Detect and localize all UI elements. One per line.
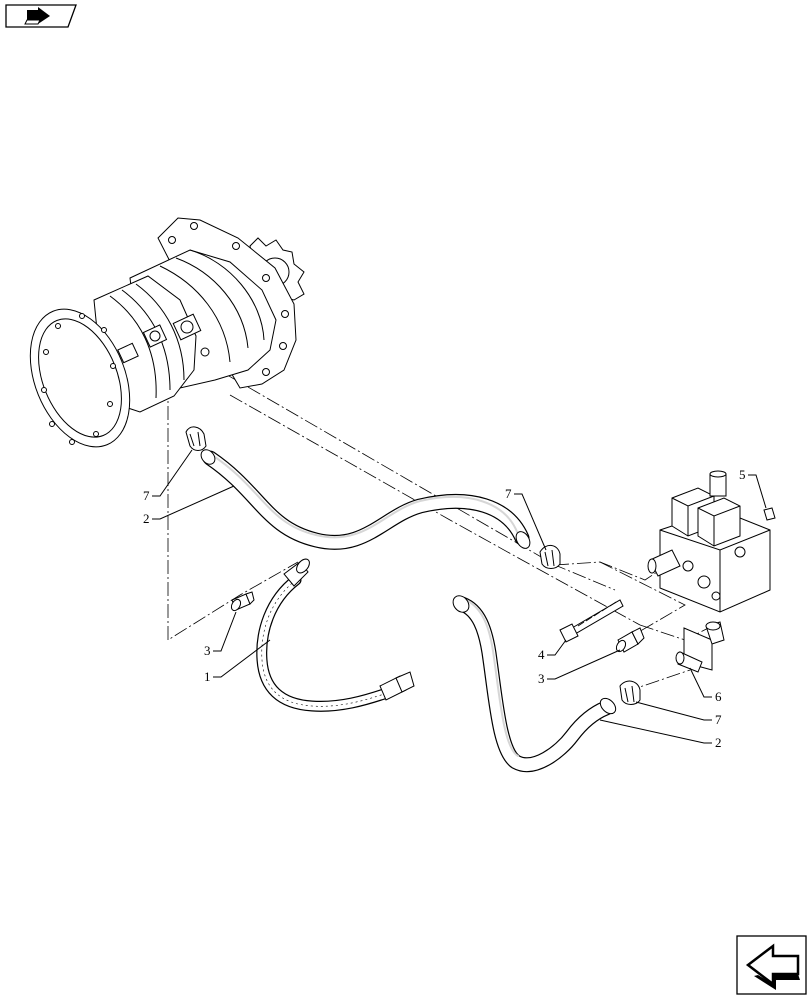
motor-end-cap xyxy=(29,308,131,448)
callout-5-plug: 5 xyxy=(739,467,746,482)
hose-braided xyxy=(256,558,415,712)
hose-upper xyxy=(200,449,531,550)
callout-1-hose-braided: 1 xyxy=(204,669,211,684)
next-page-arrow-icon xyxy=(745,943,800,990)
nav-button-top[interactable] xyxy=(5,4,77,28)
hose-clamp-lower xyxy=(619,680,641,705)
adapter-fitting-left xyxy=(230,591,255,612)
pressure-sensor xyxy=(647,549,681,577)
callout-3-fitting-left: 3 xyxy=(204,643,211,658)
callout-7-clamp-motor: 7 xyxy=(143,488,150,503)
adapter-fitting-right xyxy=(615,627,645,653)
callout-4-bolt: 4 xyxy=(538,647,545,662)
hose-clamp-upper-right xyxy=(539,545,561,569)
plug xyxy=(763,507,776,521)
valve-block xyxy=(647,470,771,613)
straight-fitting xyxy=(379,671,415,701)
bolt xyxy=(559,599,624,643)
callout-6-elbow: 6 xyxy=(715,689,722,704)
callout-labels: 7 2 3 1 7 4 3 5 6 7 2 xyxy=(143,467,746,750)
nav-button-bottom[interactable] xyxy=(736,935,807,995)
hose-clamp-motor xyxy=(185,426,207,451)
callout-7-clamp-upper: 7 xyxy=(505,486,512,501)
parts-catalog-nav-icon xyxy=(24,7,50,25)
hose-lower xyxy=(452,595,617,773)
elbow-fitting xyxy=(675,621,725,673)
callout-2-hose-lower: 2 xyxy=(715,735,722,750)
callout-3-fitting-right: 3 xyxy=(538,671,545,686)
callout-7-clamp-lower: 7 xyxy=(715,712,722,727)
solenoid-coil-right xyxy=(697,497,741,547)
callout-2-hose-upper: 2 xyxy=(143,511,150,526)
swivel-elbow-fitting xyxy=(283,558,310,587)
hydraulic-motor xyxy=(29,217,305,448)
motor-port-fittings xyxy=(117,313,210,364)
leader-lines xyxy=(152,449,767,744)
valve-cartridge xyxy=(709,470,727,497)
